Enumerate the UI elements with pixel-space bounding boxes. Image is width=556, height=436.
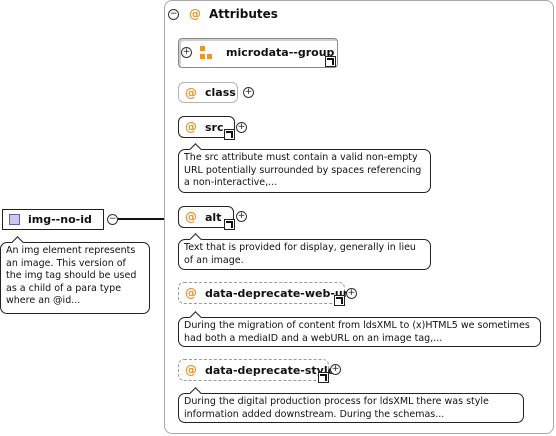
element-img-no-id[interactable]: img--no-id [2,209,104,230]
attribute-at-icon: @ [189,7,201,21]
src-reference-icon[interactable] [224,129,235,140]
doc-text: During the migration of content from lds… [184,320,530,344]
web-url-reference-icon[interactable] [334,295,345,306]
expand-web-url-icon[interactable] [346,288,357,299]
expand-alt-icon[interactable] [236,211,247,222]
collapse-element-icon[interactable] [107,214,118,225]
expand-src-icon[interactable] [236,122,247,133]
attribute-data-deprecate-style[interactable]: @ data-deprecate-style [178,359,335,381]
alt-reference-icon[interactable] [224,219,235,230]
src-documentation: The src attribute must contain a valid n… [178,143,431,193]
style-documentation: During the digital production process fo… [178,387,524,423]
attribute-name: src [205,120,224,134]
attribute-at-icon: @ [185,120,197,134]
web-url-documentation: During the migration of content from lds… [178,311,541,347]
expand-group-icon[interactable] [181,47,192,58]
doc-text: During the digital production process fo… [184,396,489,420]
attribute-at-icon: @ [185,210,197,224]
microdata-group-box[interactable] [178,38,338,68]
attributes-header: @ Attributes [168,6,278,22]
attributes-title: Attributes [209,7,278,21]
attribute-class[interactable]: @ class [178,82,238,103]
element-documentation: An img element represents an image. This… [0,236,150,314]
expand-class-icon[interactable] [243,87,254,98]
attribute-name: data-deprecate-web-url [205,286,352,300]
attribute-alt[interactable]: @ alt [178,206,234,228]
connector-line [116,218,166,220]
element-icon [9,214,20,225]
group-icon [200,46,212,60]
attribute-name: data-deprecate-style [205,363,336,377]
alt-documentation: Text that is provided for display, gener… [178,233,431,270]
style-reference-icon[interactable] [318,372,329,383]
group-reference-icon[interactable] [325,56,336,67]
expand-style-icon[interactable] [330,364,341,375]
doc-text: An img element represents an image. This… [6,245,137,306]
attribute-at-icon: @ [185,363,197,377]
doc-text: Text that is provided for display, gener… [184,242,416,266]
attribute-data-deprecate-web-url[interactable]: @ data-deprecate-web-url [178,282,352,304]
attribute-at-icon: @ [185,286,197,300]
attribute-name: alt [205,210,222,224]
collapse-attributes-icon[interactable] [168,8,179,20]
attribute-name: class [205,86,236,99]
doc-text: The src attribute must contain a valid n… [184,152,422,188]
group-name: microdata--group [226,46,335,59]
element-name: img--no-id [28,213,92,226]
attribute-src[interactable]: @ src [178,116,235,138]
attribute-at-icon: @ [185,85,197,100]
